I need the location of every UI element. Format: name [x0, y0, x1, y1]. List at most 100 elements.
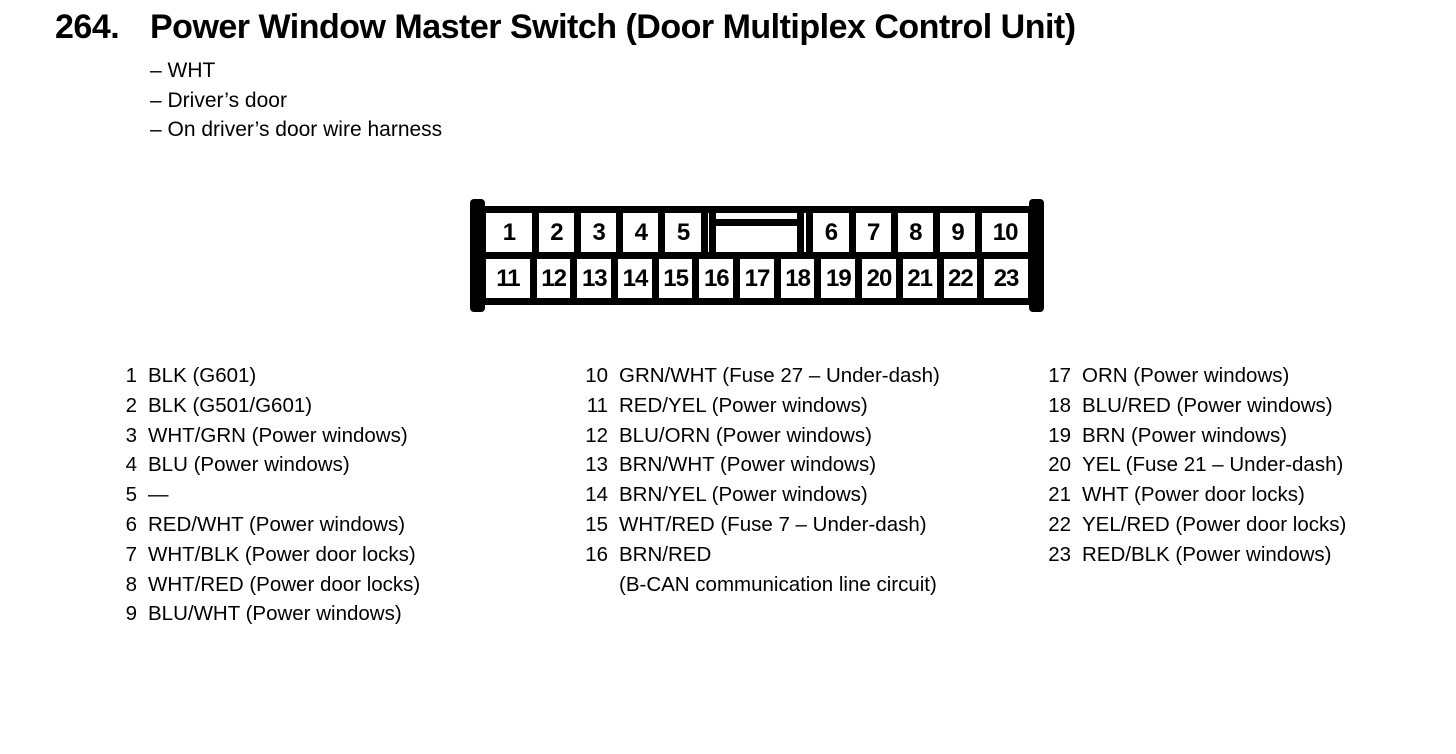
pin-row: 4 BLU (Power windows) [115, 450, 420, 480]
page-title: Power Window Master Switch (Door Multipl… [150, 8, 1076, 47]
pin-description: WHT/BLK (Power door locks) [148, 540, 416, 570]
connector-pin-cell: 2 [539, 213, 581, 252]
pin-row: 13 BRN/WHT (Power windows) [578, 450, 940, 480]
pin-row: 18 BLU/RED (Power windows) [1041, 391, 1346, 421]
pin-description: GRN/WHT (Fuse 27 – Under-dash) [619, 361, 940, 391]
pin-number: 18 [1041, 391, 1071, 421]
pin-number: 4 [115, 450, 137, 480]
pin-row: 3 WHT/GRN (Power windows) [115, 421, 420, 451]
pin-description: BRN/RED [619, 540, 711, 570]
pin-description: — [148, 480, 169, 510]
connector-notes: – WHT– Driver’s door– On driver’s door w… [150, 56, 442, 145]
pin-description: WHT/RED (Fuse 7 – Under-dash) [619, 510, 927, 540]
connector-pin-cell: 11 [486, 259, 537, 298]
pin-row: 16 BRN/RED [578, 540, 940, 570]
pin-number: 11 [578, 391, 608, 421]
connector-pin-cell: 4 [623, 213, 665, 252]
connector-diagram: 12345678910 11121314151617181920212223 [470, 199, 1044, 312]
connector-latch [709, 213, 804, 252]
pin-description: WHT/RED (Power door locks) [148, 570, 420, 600]
pin-description: YEL/RED (Power door locks) [1082, 510, 1346, 540]
pin-description: (B-CAN communication line circuit) [619, 570, 937, 600]
pin-number: 19 [1041, 421, 1071, 451]
connector-pin-cell: 5 [665, 213, 707, 252]
note-line: – On driver’s door wire harness [150, 115, 442, 145]
connector-latch-spacer [708, 213, 814, 252]
pin-row: (B-CAN communication line circuit) [578, 570, 940, 600]
pin-row: 5— [115, 480, 420, 510]
pin-row: 8 WHT/RED (Power door locks) [115, 570, 420, 600]
pin-number: 7 [115, 540, 137, 570]
connector-pin-cell: 14 [618, 259, 659, 298]
connector-pin-cell: 23 [984, 259, 1028, 298]
connector-pin-cell: 3 [581, 213, 623, 252]
pin-number: 2 [115, 391, 137, 421]
connector-pin-cell: 20 [862, 259, 903, 298]
pin-legend-column-3: 17ORN (Power windows)18BLU/RED (Power wi… [1041, 361, 1346, 570]
pin-description: WHT/GRN (Power windows) [148, 421, 408, 451]
connector-pin-cell: 21 [903, 259, 944, 298]
pin-row: 1 BLK (G601) [115, 361, 420, 391]
connector-pin-cell: 7 [856, 213, 898, 252]
pin-legend-column-2: 10 GRN/WHT (Fuse 27 – Under-dash) 11 RED/YE… [578, 361, 940, 599]
pin-row: 21 WHT (Power door locks) [1041, 480, 1346, 510]
connector-pin-cell: 1 [486, 213, 539, 252]
pin-description: BLU/WHT (Power windows) [148, 599, 402, 629]
pin-row: 20 YEL (Fuse 21 – Under-dash) [1041, 450, 1346, 480]
pin-description: RED/YEL (Power windows) [619, 391, 868, 421]
connector-top-row: 12345678910 [486, 213, 1028, 259]
note-line: – Driver’s door [150, 86, 442, 116]
pin-description: YEL (Fuse 21 – Under-dash) [1082, 450, 1343, 480]
pin-description: RED/BLK (Power windows) [1082, 540, 1332, 570]
connector-body: 12345678910 11121314151617181920212223 [479, 206, 1035, 305]
pin-number: 3 [115, 421, 137, 451]
pin-description: BRN (Power windows) [1082, 421, 1287, 451]
pin-description: BLU/RED (Power windows) [1082, 391, 1333, 421]
pin-description: BLK (G601) [148, 361, 256, 391]
pin-number: 21 [1041, 480, 1071, 510]
pin-number: 20 [1041, 450, 1071, 480]
pin-number: 16 [578, 540, 608, 570]
figure-number: 264. [55, 8, 150, 47]
pin-row: 11 RED/YEL (Power windows) [578, 391, 940, 421]
connector-pin-cell: 16 [699, 259, 740, 298]
connector-pin-cell: 19 [821, 259, 862, 298]
pin-number: 15 [578, 510, 608, 540]
pin-row: 12BLU/ORN (Power windows) [578, 421, 940, 451]
pin-number [578, 570, 608, 600]
pin-row: 7 WHT/BLK (Power door locks) [115, 540, 420, 570]
pin-number: 6 [115, 510, 137, 540]
pin-row: 22 YEL/RED (Power door locks) [1041, 510, 1346, 540]
pin-number: 14 [578, 480, 608, 510]
pin-row: 9 BLU/WHT (Power windows) [115, 599, 420, 629]
pin-number: 13 [578, 450, 608, 480]
connector-bottom-row: 11121314151617181920212223 [486, 259, 1028, 298]
pin-row: 10 GRN/WHT (Fuse 27 – Under-dash) [578, 361, 940, 391]
pin-number: 22 [1041, 510, 1071, 540]
pin-row: 6 RED/WHT (Power windows) [115, 510, 420, 540]
connector-pin-cell: 6 [813, 213, 855, 252]
pin-number: 9 [115, 599, 137, 629]
connector-pin-cell: 13 [577, 259, 618, 298]
pin-description: WHT (Power door locks) [1082, 480, 1305, 510]
pin-description: BRN/YEL (Power windows) [619, 480, 868, 510]
pin-description: BLK (G501/G601) [148, 391, 312, 421]
pin-row: 14 BRN/YEL (Power windows) [578, 480, 940, 510]
note-line: – WHT [150, 56, 442, 86]
connector-pin-cell: 9 [940, 213, 982, 252]
pin-row: 15 WHT/RED (Fuse 7 – Under-dash) [578, 510, 940, 540]
pin-description: RED/WHT (Power windows) [148, 510, 405, 540]
pin-number: 12 [578, 421, 608, 451]
pin-description: BLU (Power windows) [148, 450, 350, 480]
pin-number: 23 [1041, 540, 1071, 570]
pin-number: 10 [578, 361, 608, 391]
figure-header: 264. Power Window Master Switch (Door Mu… [55, 8, 1076, 47]
pin-number: 8 [115, 570, 137, 600]
pin-description: BRN/WHT (Power windows) [619, 450, 876, 480]
connector-pin-cell: 15 [659, 259, 700, 298]
pin-row: 23 RED/BLK (Power windows) [1041, 540, 1346, 570]
pin-number: 1 [115, 361, 137, 391]
connector-pin-cell: 10 [982, 213, 1028, 252]
pin-number: 5 [115, 480, 137, 510]
